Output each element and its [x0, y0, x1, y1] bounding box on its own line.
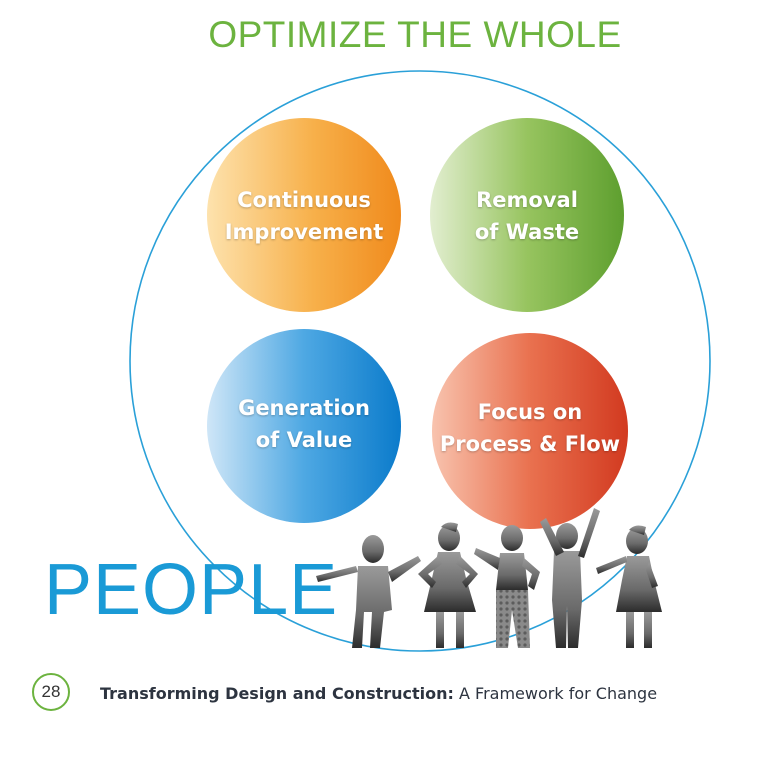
label-line: of Value [255, 428, 353, 452]
people-group-icon [316, 508, 662, 648]
label-line: Process & Flow [439, 432, 621, 456]
label-line: Improvement [224, 220, 384, 244]
outer-circle [129, 70, 711, 652]
page-number-badge: 28 [32, 673, 70, 711]
footer-text: Transforming Design and Construction: A … [100, 684, 657, 703]
book-subtitle: A Framework for Change [459, 684, 658, 703]
label-removal-of-waste: Removal of Waste [427, 184, 627, 248]
page-title: OPTIMIZE THE WHOLE [208, 14, 622, 55]
circle-removal-of-waste [430, 118, 624, 312]
people-label: PEOPLE [44, 550, 339, 630]
circle-focus-on-process [432, 333, 628, 529]
label-line: Removal [476, 188, 578, 212]
label-line: Generation [238, 396, 370, 420]
page-number: 28 [41, 682, 61, 701]
label-focus-on-process-flow: Focus on Process & Flow [430, 396, 630, 460]
label-line: Focus on [477, 400, 583, 424]
label-continuous-improvement: Continuous Improvement [204, 184, 404, 248]
label-line: Continuous [237, 188, 371, 212]
book-title: Transforming Design and Construction: [100, 684, 454, 703]
circle-generation-of-value [207, 329, 401, 523]
circle-continuous-improvement [207, 118, 401, 312]
label-generation-of-value: Generation of Value [204, 392, 404, 456]
label-line: of Waste [474, 220, 580, 244]
